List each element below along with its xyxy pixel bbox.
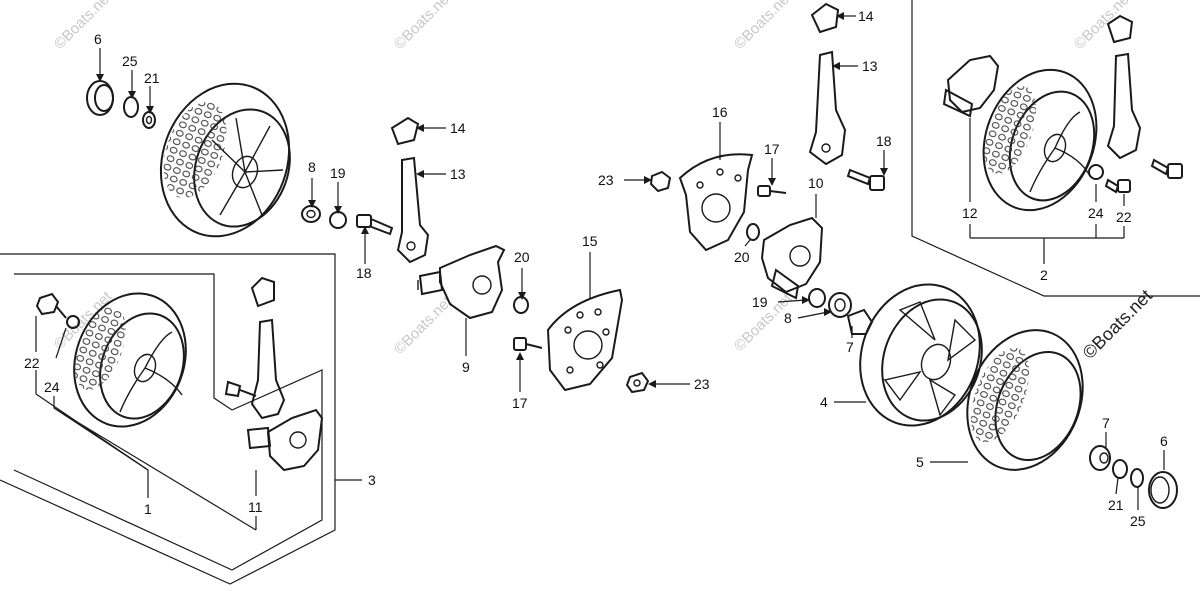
callout-labels: 6 25 21 8 19 18 14 13 9 20 15 17 23 16 2… [24,8,1168,529]
callout-21-right: 21 [1108,497,1124,513]
callout-21-top: 21 [144,70,160,86]
callout-25-top: 25 [122,53,138,69]
top-left-wheel [159,82,291,238]
callout-20-left: 20 [514,249,530,265]
bracket-9 [417,244,506,320]
watermark-3: ©Boats.net [731,0,796,53]
watermark-4: ©Boats.net [1071,0,1136,53]
tire-5 [966,329,1084,471]
washer-20-left [513,296,529,314]
callout-23-lower: 23 [694,376,710,392]
callout-19-right: 19 [752,294,768,310]
knob-14-right [810,2,840,34]
bracket-10 [760,216,824,300]
callout-4: 4 [820,394,828,410]
callout-8-right: 8 [784,310,792,326]
cover-plate-15 [546,288,624,392]
callout-14-right: 14 [858,8,874,24]
bolt-17-left [513,337,543,351]
callout-18-left: 18 [356,265,372,281]
callout-2: 2 [1040,267,1048,283]
callout-19-left: 19 [330,165,346,181]
callout-11: 11 [248,499,263,515]
washer-20-right [746,223,760,241]
bolt-18-left [356,214,394,236]
clip-25-top [123,96,139,118]
callout-10: 10 [808,175,824,191]
callout-22-right: 22 [1116,209,1132,225]
cap-6-right [1148,471,1178,509]
knob-14-left [390,116,420,146]
callout-6-top: 6 [94,31,102,47]
washer-19-right [808,288,826,308]
washer-8-left [301,205,321,223]
inset-assembly-2 [911,0,1200,297]
callout-17-left: 17 [512,395,528,411]
callout-13-right: 13 [862,58,878,74]
callout-18-right: 18 [876,133,892,149]
callout-9: 9 [462,359,470,375]
callout-7-center: 7 [846,339,854,355]
callout-7-right: 7 [1102,415,1110,431]
callout-24-inset: 24 [44,379,60,395]
callout-22-inset: 22 [24,355,40,371]
nut-23-lower [625,371,650,394]
mount-plate-16 [678,153,754,252]
callout-12: 12 [962,205,978,221]
callout-20-right: 20 [734,249,750,265]
nut-23-upper [649,170,672,193]
callout-24-right: 24 [1088,205,1104,221]
height-lever-13-left [396,156,430,264]
bolt-18-right [846,168,885,191]
washer-21-top [142,111,156,129]
callout-23-upper: 23 [598,172,614,188]
watermark-1: ©Boats.net [51,0,116,53]
callout-3: 3 [368,472,376,488]
callout-6-right: 6 [1160,433,1168,449]
callout-15: 15 [582,233,598,249]
washer-21-right [1112,459,1128,479]
cap-6-top [86,80,114,116]
washer-19-left [329,211,347,229]
callout-13-left: 13 [450,166,466,182]
watermark-8: ©Boats.net [1079,286,1156,363]
bolt-17-right [757,185,787,197]
washer-8-right [828,292,852,318]
height-lever-13-right [808,50,847,166]
collar-7-right [1089,445,1111,471]
callout-8-left: 8 [308,159,316,175]
callout-16: 16 [712,104,728,120]
watermark-2: ©Boats.net [391,0,456,53]
inset-assembly-3 [0,253,336,585]
callout-14-left: 14 [450,120,466,136]
callout-17-right: 17 [764,141,780,157]
callout-25-right: 25 [1130,513,1146,529]
clip-25-right [1130,468,1144,488]
callout-5: 5 [916,454,924,470]
leader-lines [35,12,1165,531]
watermark-6: ©Boats.net [391,293,456,358]
rim-4 [859,283,983,427]
callout-1: 1 [144,501,152,517]
